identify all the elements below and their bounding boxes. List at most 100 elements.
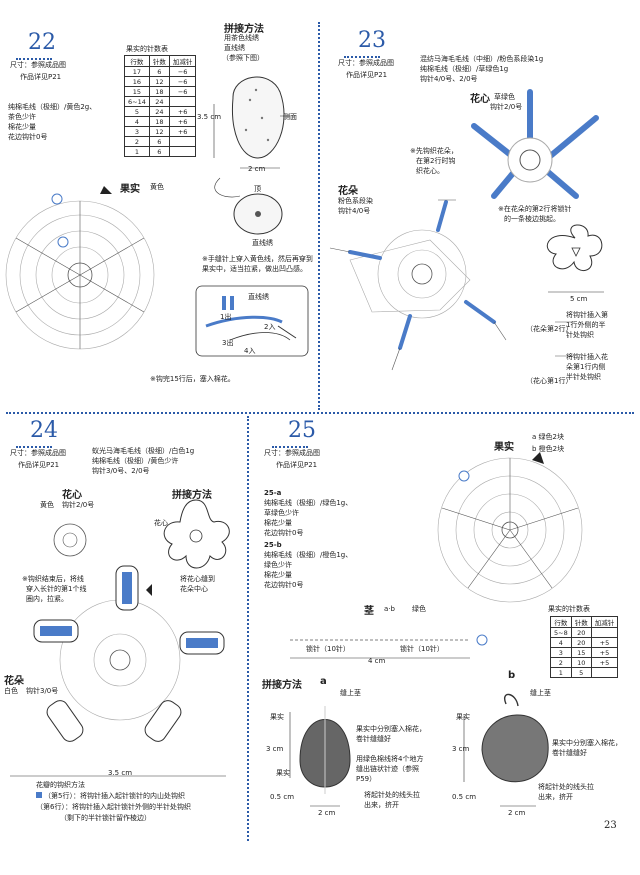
table-header: 加减针: [590, 616, 619, 628]
a-note-1: 果实中分别塞入棉花，: [356, 725, 426, 733]
round2-note: ※在花朵的第2行将锁针: [498, 205, 572, 213]
fruit-label: 果实: [120, 184, 140, 195]
petal-row5: （第5行）：将钩针插入起针锁针的内山处钩织: [44, 792, 185, 800]
material-4: 花边钩针0号: [8, 133, 48, 141]
a-note-2: 缝出链状针迹（参照: [356, 765, 419, 773]
stem-width: 4 cm: [368, 657, 386, 665]
variant-a-title: 25-a: [264, 489, 282, 497]
a-note-1: 卷针缝缝好: [356, 735, 391, 743]
legend-row1-text: 半针处钩织: [566, 373, 601, 381]
a-note-3: 将起针处的线头拉: [364, 791, 420, 799]
stem-title: 茎: [364, 606, 374, 617]
label-a: a: [320, 676, 327, 687]
fruit-label-b: 果实: [456, 713, 470, 721]
size-note: 尺寸：参照成品图: [10, 449, 66, 457]
dotted-rule: [16, 58, 52, 60]
petal-row6: （第6行）：将钩针插入起针锁针外侧的半针处钩织: [36, 803, 191, 811]
a-material: 棉花少量: [264, 519, 292, 527]
table-header: 行数: [550, 616, 572, 628]
center-note: ※先钩织花朵，: [410, 147, 458, 155]
chain-right: 锁针（10针）: [400, 645, 444, 653]
size-note: 尺寸：参照成品图: [264, 449, 320, 457]
page-number: 23: [604, 820, 617, 831]
center-hook: 钩针2/0号: [62, 501, 95, 509]
table-title: 果实的针数表: [126, 45, 168, 53]
fruit-label-a: 果实: [270, 713, 284, 721]
assembly-title: 拼接方法: [262, 680, 302, 691]
material-3: 棉花少量: [8, 123, 36, 131]
flower-width: 5 cm: [570, 295, 588, 303]
a-material: 花边钩针0号: [264, 529, 304, 537]
section-number: 22: [28, 30, 56, 55]
flower-title: 花朵: [4, 676, 24, 687]
a-note-3: 出来，挤开: [364, 801, 399, 809]
assembly-title: 拼接方法: [224, 24, 264, 35]
sew-note: 将花心缝到: [180, 575, 215, 583]
step-label: 4入: [244, 347, 256, 355]
b-note-2: 将起针处的线头拉: [538, 783, 594, 791]
material-3: 钩针3/0号、2/0号: [92, 467, 150, 475]
center-note: 织花心。: [416, 167, 444, 175]
flower-color: 白色: [4, 687, 18, 695]
table-header: 针数: [570, 616, 592, 628]
legend-row1-text: 将钩针插入花: [566, 353, 608, 361]
divider-vertical-top: [318, 22, 320, 410]
sew-stem-b: 缝上茎: [530, 689, 551, 697]
b-material: 花边钩针0号: [264, 581, 304, 589]
work-ref: 作品详见P21: [346, 71, 388, 79]
divider-vertical-bottom: [247, 416, 249, 841]
top-label: 顶: [254, 185, 261, 193]
a-note-2: 用绿色棉线将4个地方: [356, 755, 424, 763]
knot-note: 圈内，拉紧。: [26, 595, 68, 603]
legend-row2-text: 1行外侧的半: [566, 321, 606, 329]
petal-row6b: （剩下的半针锁针留作棱边）: [60, 814, 151, 822]
table-title: 果实的针数表: [548, 605, 590, 613]
height-dim: 3.5 cm: [197, 113, 222, 121]
stem-ab: a·b: [384, 605, 395, 613]
width-dim: 2 cm: [248, 165, 266, 173]
petal-title: 花瓣的钩织方法: [36, 781, 85, 789]
chain-left: 锁针（10针）: [306, 645, 350, 653]
height-dim-a: 3 cm: [266, 745, 284, 753]
assembly-title: 拼接方法: [172, 490, 212, 501]
material-1: 纯棉毛线（极细）/黄色2g、: [8, 103, 97, 111]
center-note: 在第2行时钩: [416, 157, 456, 165]
knot-note: 穿入长针的第1个线: [26, 585, 87, 593]
material-2: 纯棉毛线（极细）/草绿色1g: [420, 65, 509, 73]
center-title: 花心: [470, 94, 490, 105]
step-label: 1出: [220, 313, 232, 321]
section-number: 23: [358, 28, 386, 53]
assembly-line: （参照下图）: [222, 54, 264, 62]
legend-row2-text: 针处钩织: [566, 331, 594, 339]
dotted-rule: [16, 446, 52, 448]
size-note: 尺寸：参照成品图: [10, 61, 66, 69]
material-2: 茶色少许: [8, 113, 36, 121]
fruit-label-a2: 果实: [276, 769, 290, 777]
side-label: 侧面: [283, 113, 297, 121]
straight-stitch-label: 直线绣: [252, 239, 273, 247]
work-ref: 作品详见P21: [276, 461, 318, 469]
b-note-2: 出来，挤开: [538, 793, 573, 801]
height-dim-b: 3 cm: [452, 745, 470, 753]
sew-note: 花朵中心: [180, 585, 208, 593]
straight-stitch-label: 直线绣: [248, 293, 269, 301]
section-number: 25: [288, 418, 316, 443]
stem-color: 绿色: [412, 605, 426, 613]
fruit-color: 黄色: [150, 183, 164, 191]
step-label: 2入: [264, 323, 276, 331]
a-note-2: P59）: [356, 775, 377, 783]
material-3: 钩针4/0号、2/0号: [420, 75, 478, 83]
small-dim-a: 0.5 cm: [270, 793, 295, 801]
legend-row2: （花朵第2行）: [526, 325, 573, 333]
fruit-a: a 绿色2块: [532, 433, 564, 441]
